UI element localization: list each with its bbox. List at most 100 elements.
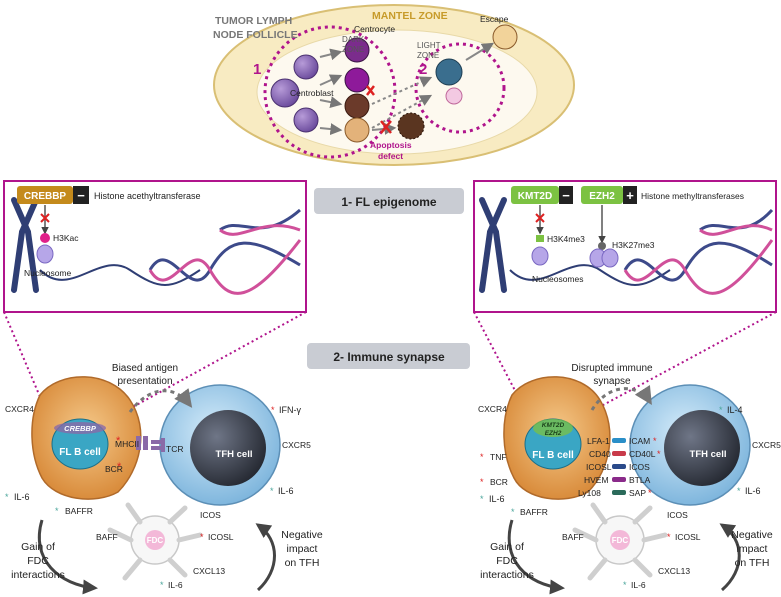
light-zone-circle (414, 42, 506, 134)
crebbp-gene-badge (17, 186, 73, 204)
zone-marker-1: 1 (253, 61, 261, 78)
star-icon: * (667, 532, 671, 542)
star-icon: * (270, 486, 274, 496)
cxcr5-label: CXCR5 (282, 440, 311, 450)
arrow (319, 74, 343, 86)
tfh-cell-label: TFH cell (216, 449, 253, 460)
baffr-label: BAFFR (65, 506, 93, 516)
h3k4me3-label: H3K4me3 (547, 234, 585, 244)
lfa1-label: LFA-1 (587, 436, 610, 446)
enzyme-label: Histone methyltransferases (641, 191, 744, 201)
tfh-nucleus (664, 410, 740, 486)
star-icon: * (480, 477, 484, 487)
synapse-header: 2- Immune synapse (333, 350, 445, 364)
receptor-pairs-icon (612, 438, 626, 495)
fdc-label: FDC (147, 536, 164, 545)
icos-mid-label: ICOS (629, 462, 650, 472)
star-icon: * (657, 449, 661, 459)
centrocyte-cell (344, 93, 370, 119)
cxcl13-label: CXCL13 (193, 566, 225, 576)
tfh-cell-label: TFH cell (690, 449, 727, 460)
star-icon: * (480, 494, 484, 504)
disrupted-synapse-label: Disrupted immune (571, 363, 653, 374)
centrocyte-cell (344, 117, 370, 143)
dna-helix-icon (148, 208, 302, 295)
light-zone-label: LIGHT (417, 41, 441, 50)
centroblast-cell (270, 78, 300, 108)
synapse-header-box (307, 343, 470, 369)
star-icon: * (116, 435, 121, 447)
star-icon: * (623, 580, 627, 590)
icosl-label: ICOSL (208, 532, 234, 542)
tcr-label: TCR (166, 444, 183, 454)
icosl-label: ICOSL (675, 532, 701, 542)
ezh2-nucleus-label: EZH2 (545, 430, 562, 437)
x-mark-icon (535, 213, 545, 223)
crebbp-nucleus-label: CREBBP (64, 424, 97, 433)
escape-cell (492, 24, 518, 50)
chromosome-icon (479, 197, 507, 293)
ezh2-sign: + (626, 188, 634, 203)
star-icon: * (653, 436, 657, 446)
x-mark-icon (366, 85, 392, 134)
bcr-label: BCR (490, 477, 508, 487)
centroblast-cell (293, 107, 319, 133)
arrow (371, 76, 433, 105)
icos-label: ICOS (200, 510, 221, 520)
nucleosome-icon (601, 248, 619, 268)
kmt2d-gene-badge (511, 186, 559, 204)
apoptotic-cell (397, 112, 425, 140)
kmt2d-label: KMT2D (518, 191, 552, 202)
histone-mark-icon (40, 233, 50, 243)
apoptosis-label: defect (378, 151, 403, 161)
baff-label: BAFF (96, 532, 118, 542)
cd40-label: CD40 (589, 449, 611, 459)
right-synapse-panel: KMT2D EZH2 FL B cell TFH cell Disrupted … (478, 363, 781, 595)
right-epigenome-panel: KMT2D − EZH2 + Histone methyltransferase… (473, 180, 777, 313)
hvem-label: HVEM (584, 475, 609, 485)
epigenome-header-box (314, 188, 464, 214)
star-icon: * (200, 532, 204, 542)
fl-b-cell-label: FL B cell (59, 447, 101, 458)
mhcii-label: MHCII (115, 439, 139, 449)
mhcii-receptor-icon (136, 436, 148, 450)
cxcr4-label: CXCR4 (478, 404, 507, 414)
gain-fdc-label: Gain of (21, 541, 55, 553)
dna-helix-icon (623, 208, 774, 295)
star-icon: * (5, 492, 9, 502)
btla-label: BTLA (629, 475, 651, 485)
ezh2-label: EZH2 (589, 191, 615, 202)
dark-zone-label: ZONE (342, 45, 364, 54)
tcr-receptor-icon (151, 438, 165, 452)
fdc-label: FDC (612, 536, 629, 545)
sap-label: SAP (629, 488, 646, 498)
crebbp-highlight (54, 422, 106, 434)
ly108-label: Ly108 (578, 488, 601, 498)
crebbp-sign: − (77, 188, 85, 203)
nucleosome-label: Nucleosome (24, 268, 72, 278)
left-synapse-panel: CREBBP FL B cell TFH cell Biased antigen… (5, 363, 323, 595)
light-zone-b-cell (435, 58, 463, 86)
chromosome-icon (11, 197, 39, 293)
x-mark-icon (40, 213, 50, 223)
bcr-label: BCR (105, 464, 123, 474)
biased-antigen-label: Biased antigen (112, 363, 178, 374)
star-icon: * (117, 461, 122, 473)
fl-b-cell-label: FL B cell (532, 450, 574, 461)
arrow (465, 42, 495, 61)
il6-label: IL-6 (168, 580, 183, 590)
arrow (319, 123, 343, 136)
star-icon: * (480, 452, 484, 462)
star-icon: * (55, 506, 59, 516)
histone-mark-icon (536, 235, 544, 242)
disrupted-synapse-label: synapse (593, 376, 631, 387)
centrocyte-label: Centrocyte (354, 24, 395, 34)
centrocyte-cell (344, 37, 370, 63)
gain-fdc-label: interactions (11, 569, 65, 581)
zoom-connector (3, 311, 53, 426)
biased-antigen-label: presentation (117, 376, 172, 387)
follicle-diagram: TUMOR LYMPH NODE FOLLICLE MANTEL ZONE DA… (213, 4, 575, 166)
gain-fdc-label: interactions (480, 569, 534, 581)
nucleosome-icon (531, 246, 549, 266)
histone-mark-icon (598, 242, 606, 250)
